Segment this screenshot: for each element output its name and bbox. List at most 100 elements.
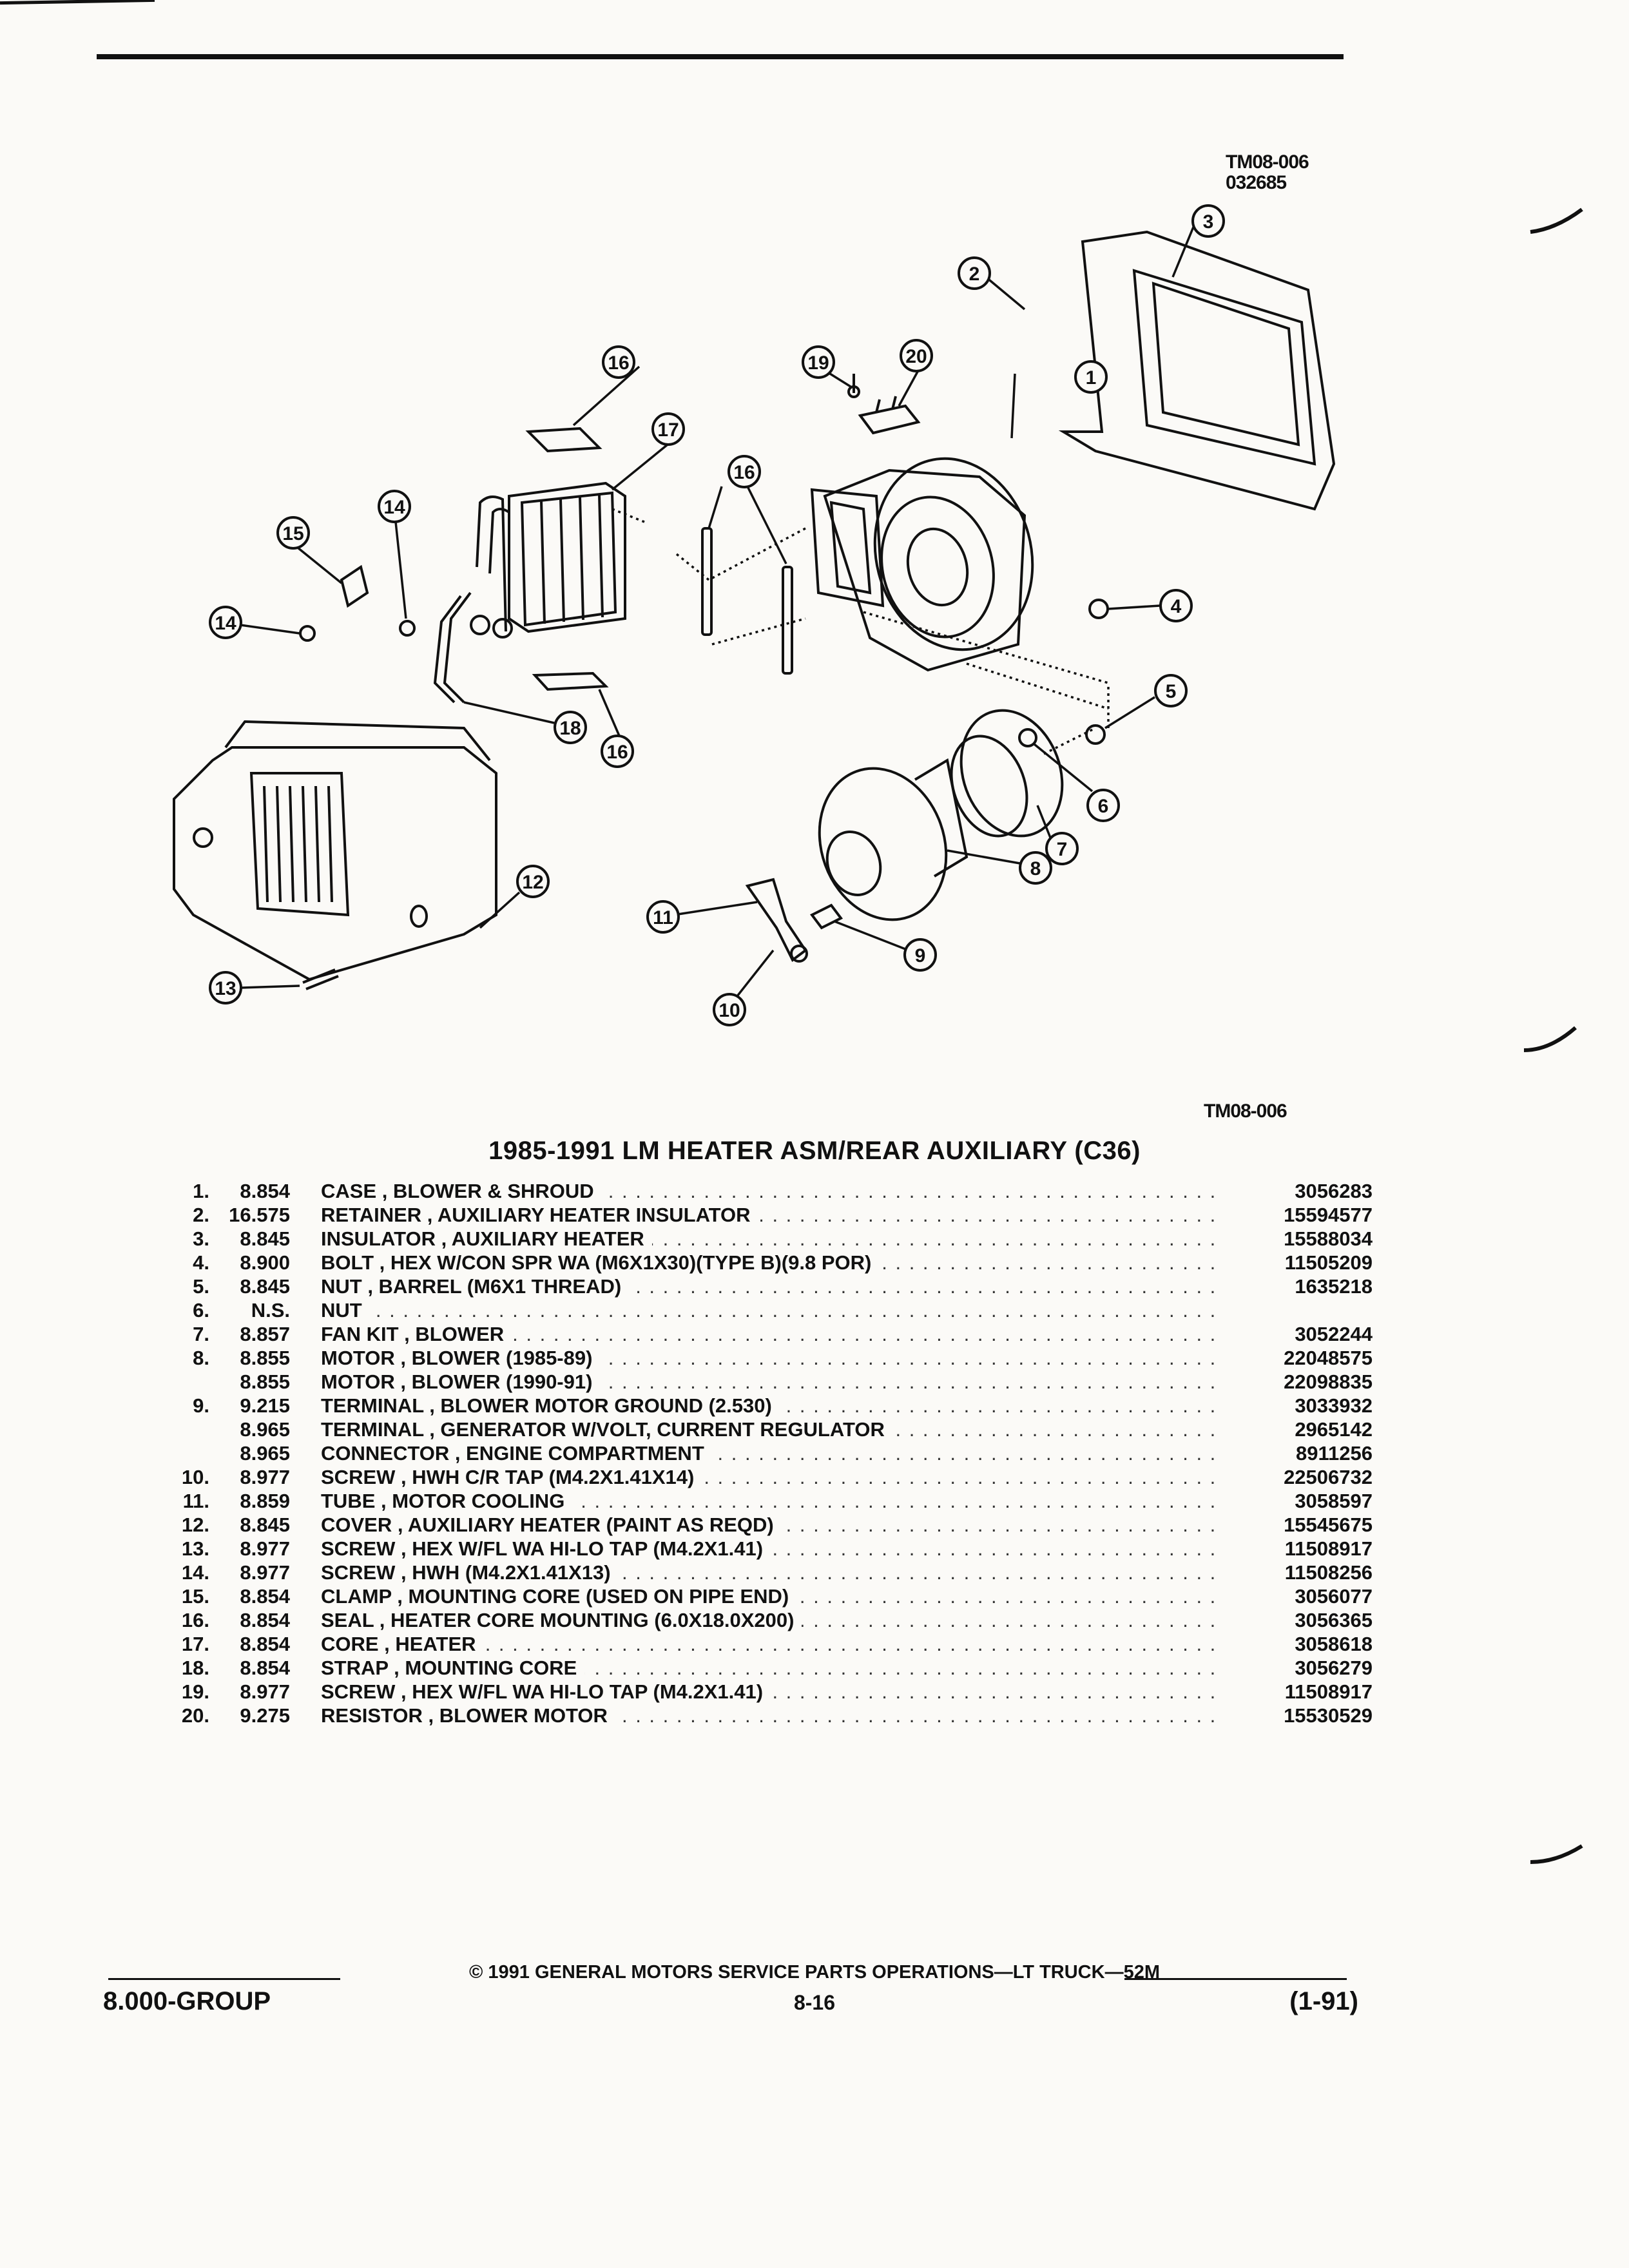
part-number-index: 17. [181, 1633, 209, 1655]
callout-5: 5 [1154, 674, 1188, 707]
part-catalog-number: 11505209 [1284, 1251, 1373, 1274]
part-catalog-number: 3056365 [1295, 1609, 1373, 1631]
svg-text:15: 15 [282, 523, 304, 544]
part-group-code: N.S. [251, 1299, 290, 1321]
callout-18: 18 [554, 711, 587, 744]
part-catalog-number: 3033932 [1295, 1394, 1373, 1417]
part-group-code: 8.854 [240, 1657, 290, 1679]
part-group-code: 8.965 [240, 1418, 290, 1441]
part-number-index: 8. [193, 1347, 209, 1369]
part-group-code: 8.854 [240, 1633, 290, 1655]
part-catalog-number: 1635218 [1295, 1275, 1373, 1298]
seal-horizontal-b [532, 671, 609, 691]
part-description-text: INSULATOR , AUXILIARY HEATER [321, 1227, 652, 1250]
part-description-text: TERMINAL , GENERATOR W/VOLT, CURRENT REG… [321, 1418, 892, 1441]
blower-case-part [810, 457, 1034, 672]
part-number-index: 7. [193, 1323, 209, 1345]
callout-15: 15 [276, 516, 310, 550]
part-group-code: 8.859 [240, 1490, 290, 1512]
part-description: CASE , BLOWER & SHROUD [321, 1179, 1221, 1203]
svg-text:10: 10 [718, 1000, 740, 1021]
tube-part [745, 878, 807, 963]
svg-text:18: 18 [559, 718, 581, 739]
seal-horizontal-a [525, 427, 602, 453]
part-group-code: 8.854 [240, 1609, 290, 1631]
part-group-code: 8.900 [240, 1251, 290, 1274]
top-corner-smudge [0, 0, 155, 5]
part-catalog-number: 8911256 [1296, 1442, 1373, 1465]
part-number-index: 16. [181, 1609, 209, 1631]
part-catalog-number: 2965142 [1295, 1418, 1373, 1441]
svg-text:5: 5 [1166, 681, 1177, 702]
part-description: TUBE , MOTOR COOLING [321, 1489, 1221, 1513]
heater-core-part [470, 481, 626, 639]
svg-text:8: 8 [1030, 858, 1041, 879]
svg-text:14: 14 [383, 497, 405, 518]
figure-id-top: TM08-006 [1226, 151, 1309, 173]
part-description-text: SCREW , HEX W/FL WA HI-LO TAP (M4.2X1.41… [321, 1680, 771, 1703]
part-description: CORE , HEATER [321, 1632, 1221, 1656]
part-number-index: 9. [193, 1394, 209, 1417]
part-group-code: 8.845 [240, 1275, 290, 1298]
callout-19: 19 [802, 345, 835, 379]
svg-text:14: 14 [215, 613, 236, 634]
part-description-text: TUBE , MOTOR COOLING [321, 1490, 573, 1512]
section-title: 1985-1991 LM HEATER ASM/REAR AUXILIARY (… [488, 1137, 1141, 1165]
resistor-part [847, 374, 921, 435]
footer-copyright: © 1991 GENERAL MOTORS SERVICE PARTS OPER… [469, 1962, 1160, 1983]
figure-id-sub: 032685 [1226, 172, 1287, 193]
callout-20: 20 [900, 339, 933, 372]
terminal-part [809, 903, 843, 930]
part-description: CONNECTOR , ENGINE COMPARTMENT [321, 1441, 1221, 1465]
part-group-code: 8.857 [240, 1323, 290, 1345]
callout-8: 8 [1019, 851, 1052, 885]
part-number-index: 4. [193, 1251, 209, 1274]
part-description: SCREW , HEX W/FL WA HI-LO TAP (M4.2X1.41… [321, 1680, 1221, 1704]
part-description-text: MOTOR , BLOWER (1990-91) [321, 1370, 601, 1393]
seal-vertical-b [782, 566, 793, 675]
svg-text:4: 4 [1171, 596, 1182, 617]
part-number-index: 5. [193, 1275, 209, 1298]
part-description-text: CONNECTOR , ENGINE COMPARTMENT [321, 1442, 712, 1465]
svg-text:16: 16 [608, 352, 629, 374]
callout-1: 1 [1074, 360, 1108, 394]
callout-10: 10 [713, 993, 746, 1026]
seal-vertical-a [701, 527, 713, 636]
part-group-code: 8.845 [240, 1514, 290, 1536]
svg-text:19: 19 [807, 352, 829, 374]
part-description: SCREW , HEX W/FL WA HI-LO TAP (M4.2X1.41… [321, 1537, 1221, 1561]
nut-5 [1085, 724, 1106, 745]
part-catalog-number: 3056077 [1295, 1585, 1373, 1608]
screw-13 [302, 968, 339, 990]
callouts: 1 2 3 4 5 6 7 8 9 10 11 12 13 14 14 15 1… [209, 204, 1225, 1026]
part-catalog-number: 15588034 [1284, 1227, 1373, 1250]
part-group-code: 9.275 [240, 1704, 290, 1727]
part-description: STRAP , MOUNTING CORE [321, 1656, 1221, 1680]
part-number-index: 3. [193, 1227, 209, 1250]
part-catalog-number: 11508917 [1284, 1537, 1373, 1560]
callout-7: 7 [1045, 832, 1079, 865]
screw-14b [399, 620, 416, 637]
svg-text:12: 12 [522, 872, 543, 893]
part-group-code: 9.215 [240, 1394, 290, 1417]
part-catalog-number: 22098835 [1284, 1370, 1373, 1393]
margin-mark-1 [1530, 207, 1583, 234]
margin-mark-2 [1523, 1026, 1577, 1052]
part-description-text: STRAP , MOUNTING CORE [321, 1657, 585, 1679]
screw-10 [790, 945, 808, 963]
